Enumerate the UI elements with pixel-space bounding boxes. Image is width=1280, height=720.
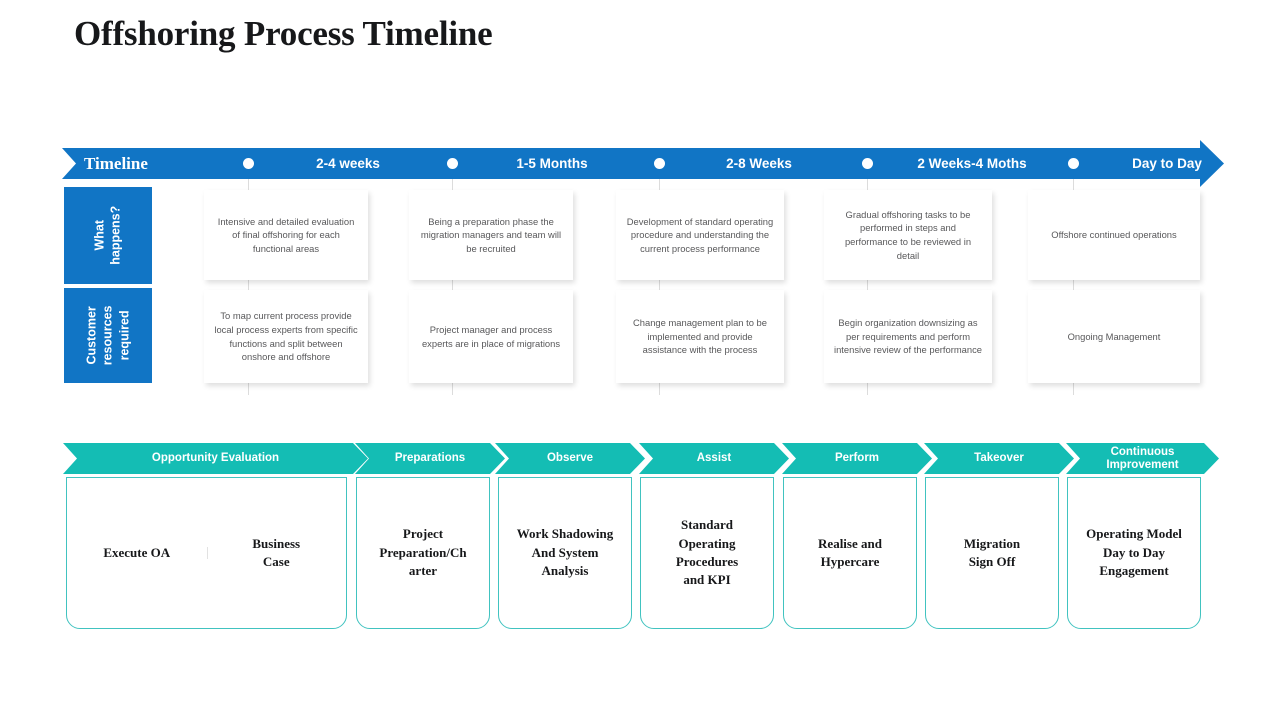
row-label-what-happens: What happens?	[64, 187, 152, 284]
timeline-band: Timeline 2-4 weeks 1-5 Months 2-8 Weeks …	[62, 140, 1224, 187]
phase-card-assist[interactable]: Standard Operating Procedures and KPI	[640, 477, 774, 629]
phase-card-opportunity-evaluation[interactable]: Execute OA Business Case	[66, 477, 347, 629]
phase-cell-execute-oa: Execute OA	[103, 544, 171, 560]
timeline-marker-dot-0	[243, 158, 254, 169]
row-label-customer-resources: Customer resources required	[64, 288, 152, 383]
phase-cell-business-case: Business Case	[206, 535, 347, 572]
info-card-text: Change management plan to be implemented…	[633, 317, 767, 356]
phase-card-perform[interactable]: Realise and Hypercare	[783, 477, 917, 629]
phase-ribbon-preparations[interactable]: Preparations	[355, 443, 505, 474]
info-card-text: Begin organization downsizing as per req…	[834, 317, 982, 356]
timeline-period-2: 2-8 Weeks	[726, 156, 792, 171]
info-card-text: Being a preparation phase the migration …	[420, 215, 562, 254]
phase-ribbon-takeover[interactable]: Takeover	[924, 443, 1074, 474]
info-card: Change management plan to be implemented…	[616, 290, 784, 383]
column-divider-1	[452, 179, 453, 395]
info-card: Begin organization downsizing as per req…	[824, 290, 992, 383]
phase-card-takeover[interactable]: Migration Sign Off	[925, 477, 1059, 629]
phase-cell-operating-model: Operating Model Day to Day Engagement	[1086, 526, 1182, 579]
timeline-marker-dot-4	[1068, 158, 1079, 169]
phase-cell-standard-operating-procedures: Standard Operating Procedures and KPI	[675, 517, 739, 588]
timeline-marker-dot-3	[862, 158, 873, 169]
phase-ribbon-observe[interactable]: Observe	[495, 443, 645, 474]
column-divider-3	[867, 179, 868, 395]
column-divider-0	[248, 179, 249, 395]
timeline-marker-dot-1	[447, 158, 458, 169]
phase-card-observe[interactable]: Work Shadowing And System Analysis	[498, 477, 632, 629]
info-card-text: Ongoing Management	[1067, 330, 1161, 342]
row-label-text: What happens?	[92, 205, 123, 266]
info-card-text: Offshore continued operations	[1051, 229, 1177, 241]
phase-card-continuous-improvement[interactable]: Operating Model Day to Day Engagement	[1067, 477, 1201, 629]
column-divider-4	[1073, 179, 1074, 395]
timeline-period-3: 2 Weeks-4 Moths	[917, 156, 1027, 171]
timeline-period-4: Day to Day	[1132, 156, 1202, 171]
page-title: Offshoring Process Timeline	[74, 14, 493, 53]
info-card: Project manager and process experts are …	[409, 290, 573, 383]
info-card: Development of standard operating proced…	[616, 190, 784, 280]
info-card: Being a preparation phase the migration …	[409, 190, 573, 280]
column-divider-2	[659, 179, 660, 395]
info-card-text: Project manager and process experts are …	[421, 323, 561, 349]
info-card: Gradual offshoring tasks to be performed…	[824, 190, 992, 280]
timeline-marker-dot-2	[654, 158, 665, 169]
timeline-lead-label: Timeline	[84, 154, 148, 173]
row-label-text: Customer resources required	[84, 305, 132, 366]
info-card-text: Intensive and detailed evaluation of fin…	[217, 215, 355, 254]
phase-ribbon-opportunity-evaluation[interactable]: Opportunity Evaluation	[63, 443, 368, 474]
phase-cell-project-preparation: Project Preparation/Ch arter	[379, 526, 467, 579]
info-card: To map current process provide local pro…	[204, 290, 368, 383]
phase-cell-realise-hypercare: Realise and Hypercare	[818, 535, 882, 569]
info-card: Ongoing Management	[1028, 290, 1200, 383]
timeline-period-1: 1-5 Months	[516, 156, 588, 171]
phase-cell-work-shadowing: Work Shadowing And System Analysis	[516, 526, 614, 579]
info-card: Intensive and detailed evaluation of fin…	[204, 190, 368, 280]
timeline-period-0: 2-4 weeks	[316, 156, 380, 171]
info-card-text: Development of standard operating proced…	[626, 215, 774, 254]
phase-ribbon-perform[interactable]: Perform	[782, 443, 932, 474]
phase-cell-migration-sign-off: Migration Sign Off	[963, 535, 1021, 569]
info-card: Offshore continued operations	[1028, 190, 1200, 280]
phase-ribbon-continuous-improvement[interactable]: Continuous Improvement	[1066, 443, 1219, 474]
phase-ribbon-assist[interactable]: Assist	[639, 443, 789, 474]
info-card-text: To map current process provide local pro…	[214, 310, 358, 363]
info-card-text: Gradual offshoring tasks to be performed…	[844, 208, 972, 261]
phase-card-preparations[interactable]: Project Preparation/Ch arter	[356, 477, 490, 629]
